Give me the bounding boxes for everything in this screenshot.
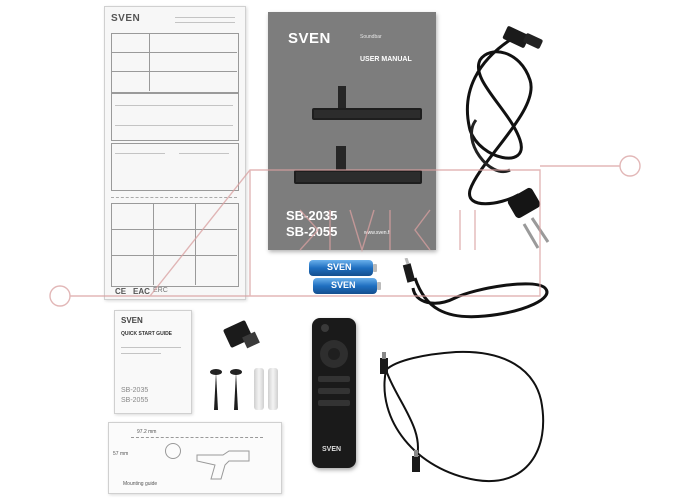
wall-plug-2	[268, 368, 278, 410]
toslink-plug-2	[412, 450, 420, 472]
battery-2: SVEN	[313, 278, 381, 294]
soundbar-2	[294, 146, 422, 184]
template-caption: Mounting guide	[123, 481, 158, 487]
guide-model-2: SB-2055	[121, 397, 149, 404]
power-cable	[465, 26, 550, 249]
remote-button-row-2	[318, 388, 350, 394]
screw-2	[230, 369, 242, 410]
toslink-plug-1	[380, 352, 388, 374]
manual-model-2: SB-2055	[286, 224, 338, 239]
guide-title: QUICK START GUIDE	[121, 331, 173, 337]
soundbar-1	[312, 86, 422, 120]
wall-plug-1	[254, 368, 264, 410]
warranty-card-brand: SVEN	[111, 13, 141, 24]
cert-mark-eac: EAC	[133, 287, 150, 296]
screws	[210, 369, 242, 410]
battery-1: SVEN	[309, 260, 377, 276]
warranty-card: SVEN CE EAC ERC	[104, 6, 246, 300]
template-hole	[165, 443, 181, 459]
battery-2-brand: SVEN	[331, 280, 356, 290]
warranty-seller-box	[111, 93, 239, 141]
batteries: SVEN SVEN	[305, 258, 381, 296]
audio-cable	[402, 258, 549, 319]
cert-mark-ce: CE	[115, 287, 127, 296]
guide-brand: SVEN	[121, 316, 143, 325]
battery-1-brand: SVEN	[327, 262, 352, 272]
manual-model-1: SB-2035	[286, 208, 338, 223]
remote-control: SVEN	[312, 318, 356, 468]
remote-power-button	[321, 324, 329, 332]
hdmi-adapter	[223, 320, 260, 349]
manual-category: Soundbar	[360, 34, 382, 40]
cert-mark-erc: ERC	[153, 287, 168, 294]
remote-nav-ring	[320, 340, 348, 368]
manual-title: USER MANUAL	[360, 56, 412, 63]
warranty-coupon-grid	[111, 203, 239, 287]
optical-cable	[380, 350, 545, 483]
remote-button-row-1	[318, 376, 350, 382]
mounting-template: 97.2 mm 57 mm Mounting guide	[108, 422, 282, 494]
manual-brand: SVEN	[288, 30, 331, 47]
drill-illustration	[196, 450, 250, 480]
user-manual: SVEN Soundbar USER MANUAL SB-2035 SB-205…	[268, 12, 436, 250]
template-dimension-1: 97.2 mm	[137, 429, 157, 435]
quick-start-guide: SVEN QUICK START GUIDE SB-2035 SB-2055	[114, 310, 192, 414]
warranty-signature-box	[111, 143, 239, 191]
remote-button-row-3	[318, 400, 350, 406]
soundbar-illustrations	[294, 86, 422, 184]
warranty-model-table	[111, 33, 239, 93]
iec-connector	[502, 26, 543, 49]
remote-brand: SVEN	[322, 446, 342, 453]
jack-plug	[402, 258, 416, 283]
guide-model-1: SB-2035	[121, 387, 149, 394]
manual-site: www.sven.fi	[364, 230, 391, 236]
screw-1	[210, 369, 222, 410]
template-dimension-2: 57 mm	[113, 451, 129, 457]
eu-plug	[507, 187, 550, 249]
warranty-cut-line	[111, 197, 237, 198]
